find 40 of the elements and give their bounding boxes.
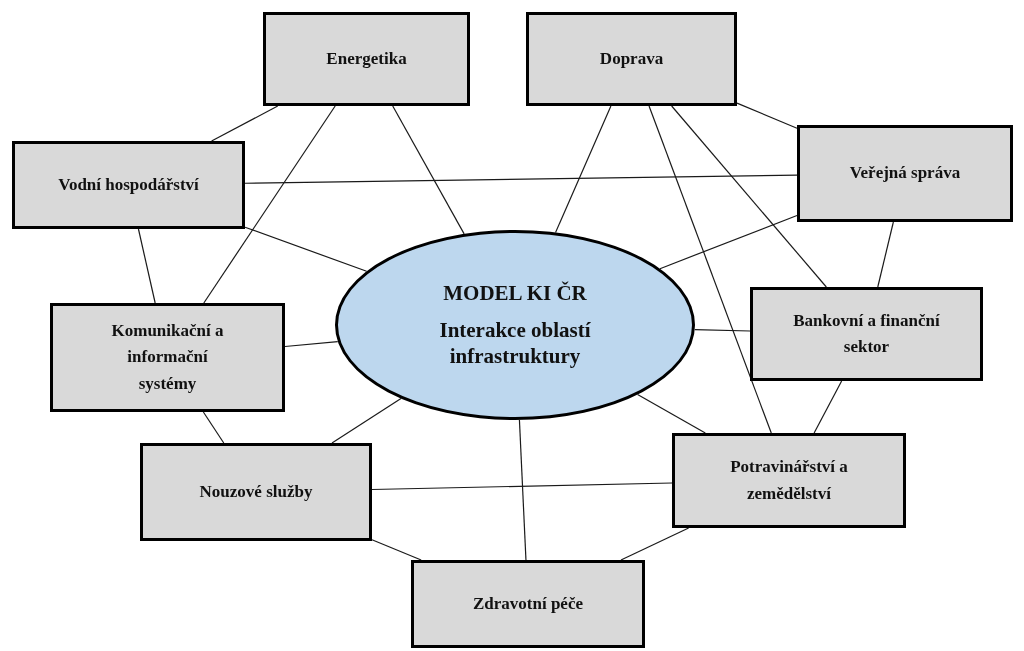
sector-box <box>140 443 372 541</box>
connector-line <box>331 397 402 444</box>
connector-line <box>137 228 156 304</box>
model-title: MODEL KI ČR <box>443 281 587 307</box>
sector-label: Potravinářství a zemědělství <box>729 456 849 505</box>
sector-label: Komunikační a informační systémy <box>110 320 225 395</box>
connector-line <box>659 214 798 270</box>
sector-label: Veřejná správa <box>849 162 961 185</box>
sector-label: Energetika <box>326 47 407 70</box>
connector-line <box>518 419 527 561</box>
sector-label: Nouzové služby <box>199 480 313 503</box>
sector-box <box>750 287 983 381</box>
sector-box <box>411 560 645 648</box>
connector-line <box>620 527 690 561</box>
connector-line <box>648 105 772 434</box>
connector-line <box>736 102 798 129</box>
model-subtitle: Interakce oblastí infrastruktury <box>438 318 592 369</box>
connector-line <box>637 393 706 434</box>
connector-line <box>371 482 673 491</box>
connector-line <box>877 221 894 288</box>
connector-line <box>244 226 368 272</box>
connector-line <box>813 380 843 434</box>
sector-label: Bankovní a finanční sektor <box>792 309 941 358</box>
connector-line <box>671 105 827 288</box>
connector-line <box>203 105 336 304</box>
connector-line <box>211 105 279 142</box>
sector-label: Doprava <box>599 47 664 70</box>
sector-box <box>12 141 245 229</box>
connector-line <box>202 411 225 444</box>
connector-line <box>694 329 751 332</box>
connector-line <box>371 539 422 561</box>
sector-box <box>797 125 1013 222</box>
sector-box <box>526 12 737 106</box>
connector-line <box>284 340 339 348</box>
connector-line <box>244 174 798 184</box>
sector-box <box>672 433 906 528</box>
sector-box <box>263 12 470 106</box>
sector-box <box>50 303 285 412</box>
sector-label: Vodní hospodářství <box>58 173 199 196</box>
sector-label: Zdravotní péče <box>473 592 583 615</box>
